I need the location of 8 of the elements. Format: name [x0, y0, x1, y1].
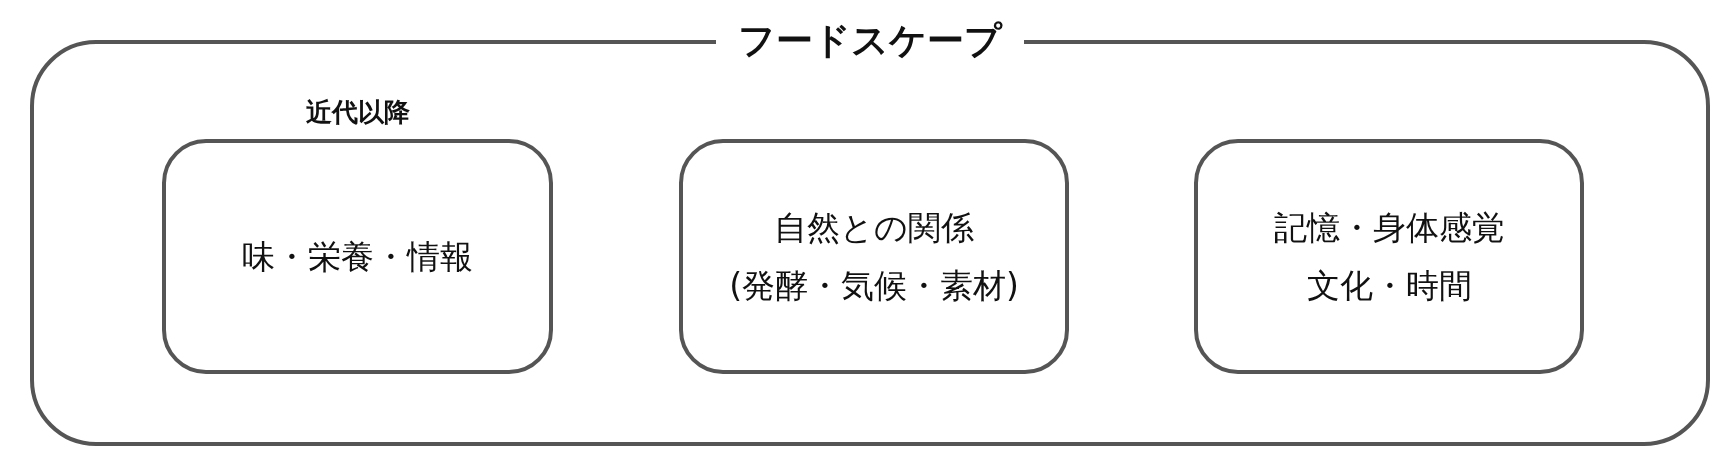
rounded-box: [1194, 139, 1584, 374]
box-text: 文化・時間: [1306, 264, 1472, 307]
rounded-box: [679, 139, 1069, 374]
box-text: 自然との関係: [774, 206, 974, 249]
box-heading: 近代以降: [305, 96, 410, 129]
box-text: (発酵・気候・素材): [729, 264, 1019, 307]
box-text: 記憶・身体感覚: [1273, 206, 1505, 249]
box-text: 味・栄養・情報: [242, 235, 473, 278]
